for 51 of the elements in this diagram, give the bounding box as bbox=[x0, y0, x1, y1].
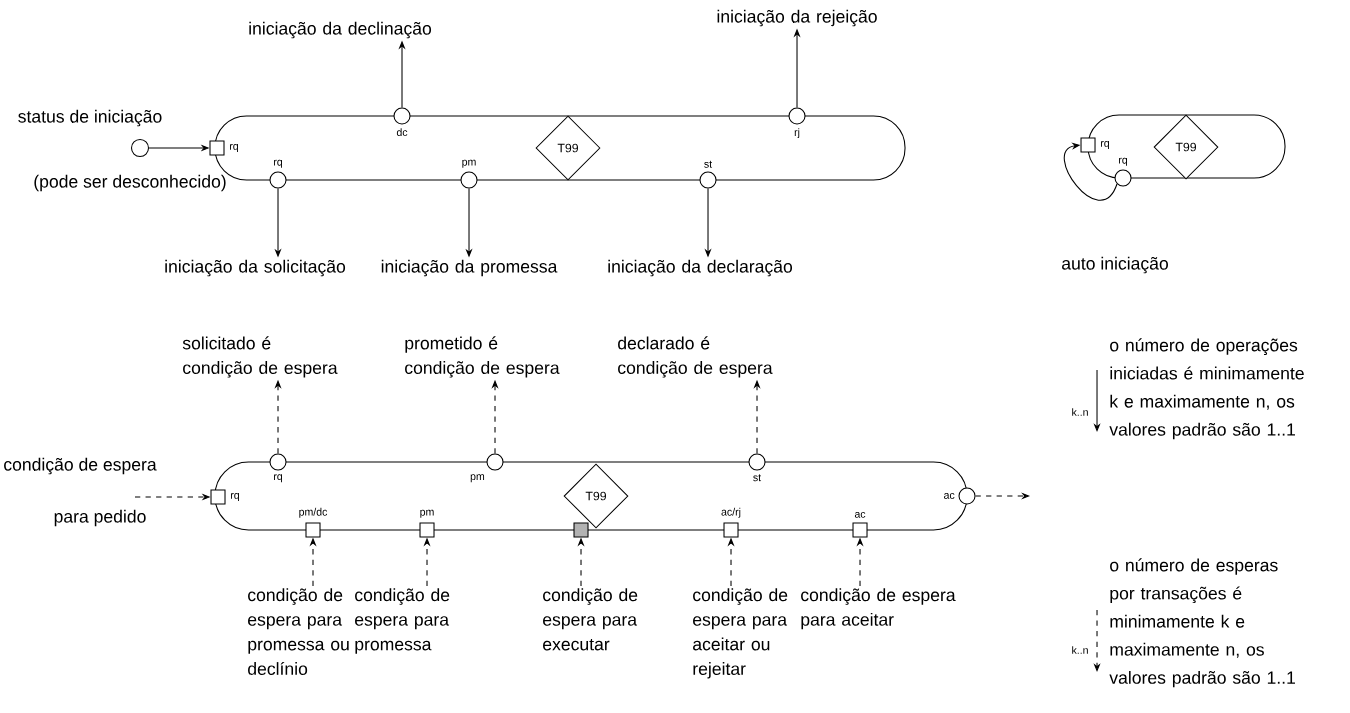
node-text: solicitado é condição de espera bbox=[182, 336, 338, 378]
node-label: pm bbox=[462, 159, 476, 168]
node-label: rj bbox=[794, 128, 800, 139]
node-label: rq bbox=[230, 493, 240, 501]
arrow bbox=[1063, 142, 1118, 201]
node-text: condição de espera para promessa bbox=[355, 588, 450, 654]
node-label: dc bbox=[396, 128, 408, 137]
node-text: condição de espera para aceitar bbox=[801, 588, 956, 630]
node-label: pm bbox=[420, 509, 434, 518]
node-text: condição de espera para promessa ou declínio bbox=[248, 588, 349, 675]
node-label: pm bbox=[470, 474, 485, 483]
execution-square bbox=[573, 522, 589, 538]
node-label: st bbox=[704, 160, 713, 168]
multiplicity-label: k..n bbox=[1072, 408, 1088, 416]
node-text: iniciação da promessa bbox=[381, 259, 558, 277]
start-circle bbox=[130, 138, 150, 158]
node-label: ac bbox=[854, 511, 866, 518]
node-label: ac/rj bbox=[721, 507, 741, 518]
node-text: iniciação da declaração bbox=[608, 259, 793, 277]
node-text: condição de espera para aceitar ou rejeitar bbox=[693, 588, 788, 679]
note-text: para pedido bbox=[54, 509, 146, 527]
node-text: iniciação da rejeição bbox=[717, 9, 877, 27]
note-text: status de iniciação bbox=[18, 109, 162, 127]
node-label: st bbox=[753, 474, 762, 482]
multiplicity-label: k..n bbox=[1072, 646, 1088, 654]
node-text: iniciação da declinação bbox=[249, 21, 432, 39]
note-text: o número de esperas por transações é minimamente k e maximamente n, os valores padrão são 1..1 bbox=[1109, 558, 1295, 688]
node-label: pm/dc bbox=[299, 507, 328, 518]
transaction-band bbox=[1087, 114, 1286, 179]
node-text: prometido é condição de espera bbox=[405, 336, 560, 378]
note-text: auto iniciação bbox=[1062, 256, 1168, 274]
node-label: rq bbox=[274, 474, 283, 483]
node-text: iniciação da solicitação bbox=[165, 259, 346, 277]
node-label: rq bbox=[1119, 157, 1128, 166]
port-square: pm/dc bbox=[299, 507, 328, 538]
port-square: rq bbox=[1080, 137, 1109, 153]
note-text: (pode ser desconhecido) bbox=[34, 174, 226, 192]
node-text: condição de espera para executar bbox=[543, 588, 638, 651]
port-square: rq bbox=[209, 140, 238, 156]
note-text: o número de operações iniciadas é minimamente k e maximamente n, os valores padrão são 1..1 bbox=[1109, 338, 1304, 440]
transaction-band bbox=[214, 461, 968, 531]
node-label: rq bbox=[229, 144, 239, 152]
node-label: rq bbox=[274, 159, 283, 168]
node-text: declarado é condição de espera bbox=[618, 336, 773, 378]
port-square: pm bbox=[419, 509, 435, 538]
note-text: condição de espera bbox=[4, 457, 157, 475]
port-square: ac/rj bbox=[721, 507, 741, 538]
node-label: ac bbox=[944, 493, 955, 499]
node-label: rq bbox=[1100, 141, 1110, 149]
port-square: ac bbox=[852, 511, 868, 538]
port-square: rq bbox=[210, 489, 239, 505]
